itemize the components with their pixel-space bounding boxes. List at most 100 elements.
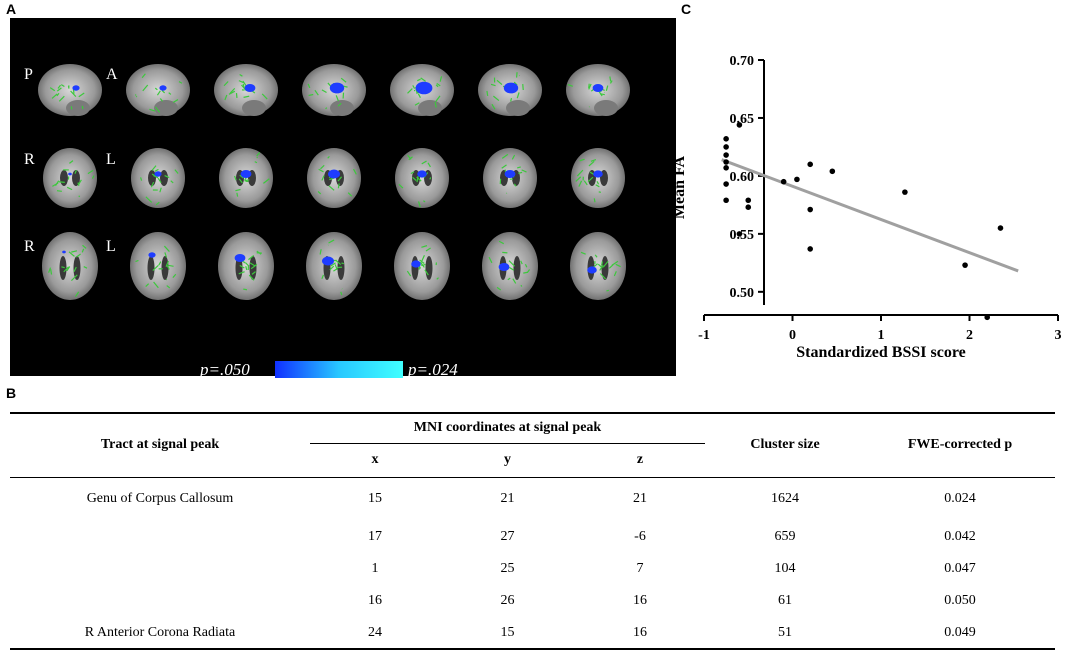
- header-y: y: [440, 442, 575, 477]
- data-point: [807, 161, 813, 168]
- orientation-label-anterior: A: [106, 66, 118, 83]
- cell-x: 24: [368, 624, 382, 640]
- brain-slice: [131, 148, 185, 208]
- data-point: [794, 176, 800, 183]
- brain-slice: [395, 148, 449, 208]
- brain-slice: [306, 232, 362, 300]
- header-cluster-size: Cluster size: [750, 437, 820, 453]
- cell-cluster-size: 1624: [771, 491, 799, 507]
- data-point: [902, 189, 908, 195]
- brain-slice: [218, 232, 274, 300]
- data-point: [736, 231, 743, 237]
- data-point: [829, 168, 836, 175]
- cell-y: 26: [500, 593, 515, 608]
- panel-a-label: A: [6, 1, 17, 17]
- data-point: [723, 144, 729, 150]
- colorbar-min-label: p=.050: [200, 360, 250, 379]
- cell-tract: [10, 553, 310, 585]
- x-tick-label: -1: [698, 328, 710, 343]
- brain-slices-grid: [38, 64, 630, 300]
- brain-slice: [483, 148, 537, 208]
- cell-x: 1: [371, 561, 379, 576]
- y-tick-label: 0.60: [730, 170, 755, 185]
- cell-tract: [10, 585, 310, 617]
- brain-slice: [566, 64, 630, 116]
- data-point: [723, 136, 729, 142]
- x-tick-label: 1: [878, 328, 885, 343]
- orientation-label-right-row3: R: [24, 238, 35, 255]
- brain-slice: [302, 64, 366, 116]
- header-x: x: [310, 442, 440, 477]
- brain-slice: [394, 232, 450, 300]
- cell-z: 7: [636, 561, 644, 576]
- data-point: [723, 159, 729, 165]
- data-point: [997, 225, 1004, 231]
- cell-cluster-size: 61: [778, 593, 792, 608]
- brain-slices-panel: P A R L R L p=.050 p=.024: [10, 18, 676, 379]
- data-point: [984, 314, 990, 321]
- y-tick-label: 0.70: [730, 54, 755, 69]
- y-axis-label: Mean FA: [676, 155, 688, 219]
- data-point: [807, 206, 813, 213]
- data-point: [723, 181, 729, 187]
- data-point: [723, 164, 729, 171]
- header-z: z: [575, 442, 705, 477]
- data-point: [962, 262, 968, 268]
- data-point: [745, 204, 752, 211]
- brain-slice: [42, 232, 98, 300]
- cell-z: 16: [633, 624, 647, 640]
- data-point: [745, 197, 752, 204]
- orientation-label-left-row3: L: [106, 238, 116, 255]
- x-tick-label: 3: [1055, 328, 1062, 343]
- cell-y: 25: [500, 561, 515, 576]
- data-point: [723, 152, 729, 158]
- data-point: [723, 197, 729, 204]
- brain-slice: [214, 64, 278, 116]
- x-axis-label: Standardized BSSI score: [796, 344, 966, 361]
- cell-x: 17: [368, 529, 382, 544]
- colorbar-max-label: p=.024: [408, 360, 458, 379]
- orientation-label-right-row2: R: [24, 151, 35, 168]
- cell-y: 27: [500, 529, 515, 544]
- brain-slice: [571, 148, 625, 208]
- y-tick-label: 0.65: [730, 112, 755, 127]
- orientation-label-posterior: P: [24, 66, 33, 83]
- y-tick-label: 0.50: [730, 286, 755, 301]
- brain-slice: [219, 148, 273, 208]
- brain-slice: [482, 232, 538, 300]
- panel-b-label: B: [6, 385, 17, 401]
- cell-fwe-p: 0.024: [944, 491, 976, 507]
- brain-slice: [390, 64, 454, 116]
- brain-slice: [478, 64, 542, 116]
- cell-y: 21: [500, 491, 515, 507]
- brain-slice: [43, 148, 97, 208]
- cell-z: 16: [633, 593, 647, 608]
- cell-cluster-size: 659: [774, 529, 796, 544]
- x-tick-label: 2: [966, 328, 973, 343]
- cell-x: 16: [368, 593, 382, 608]
- cell-cluster-size: 51: [778, 624, 792, 640]
- cell-x: 15: [368, 491, 382, 507]
- header-mni: MNI coordinates at signal peak: [413, 420, 602, 436]
- brain-slice: [307, 148, 361, 208]
- panel-c-label: C: [681, 1, 692, 17]
- data-point: [736, 122, 743, 128]
- header-tract: Tract at signal peak: [100, 437, 220, 453]
- regression-line: [721, 158, 1019, 273]
- cell-tract: Genu of Corpus Callosum: [86, 491, 234, 507]
- p-value-colorbar: [275, 361, 403, 378]
- cell-tract: R Anterior Corona Radiata: [84, 624, 236, 640]
- cell-fwe-p: 0.049: [944, 624, 976, 640]
- cell-fwe-p: 0.042: [944, 529, 976, 544]
- header-fwe-p: FWE-corrected p: [907, 437, 1013, 453]
- cell-tract: [10, 521, 310, 553]
- x-tick-label: 0: [789, 328, 796, 343]
- data-point: [807, 246, 813, 252]
